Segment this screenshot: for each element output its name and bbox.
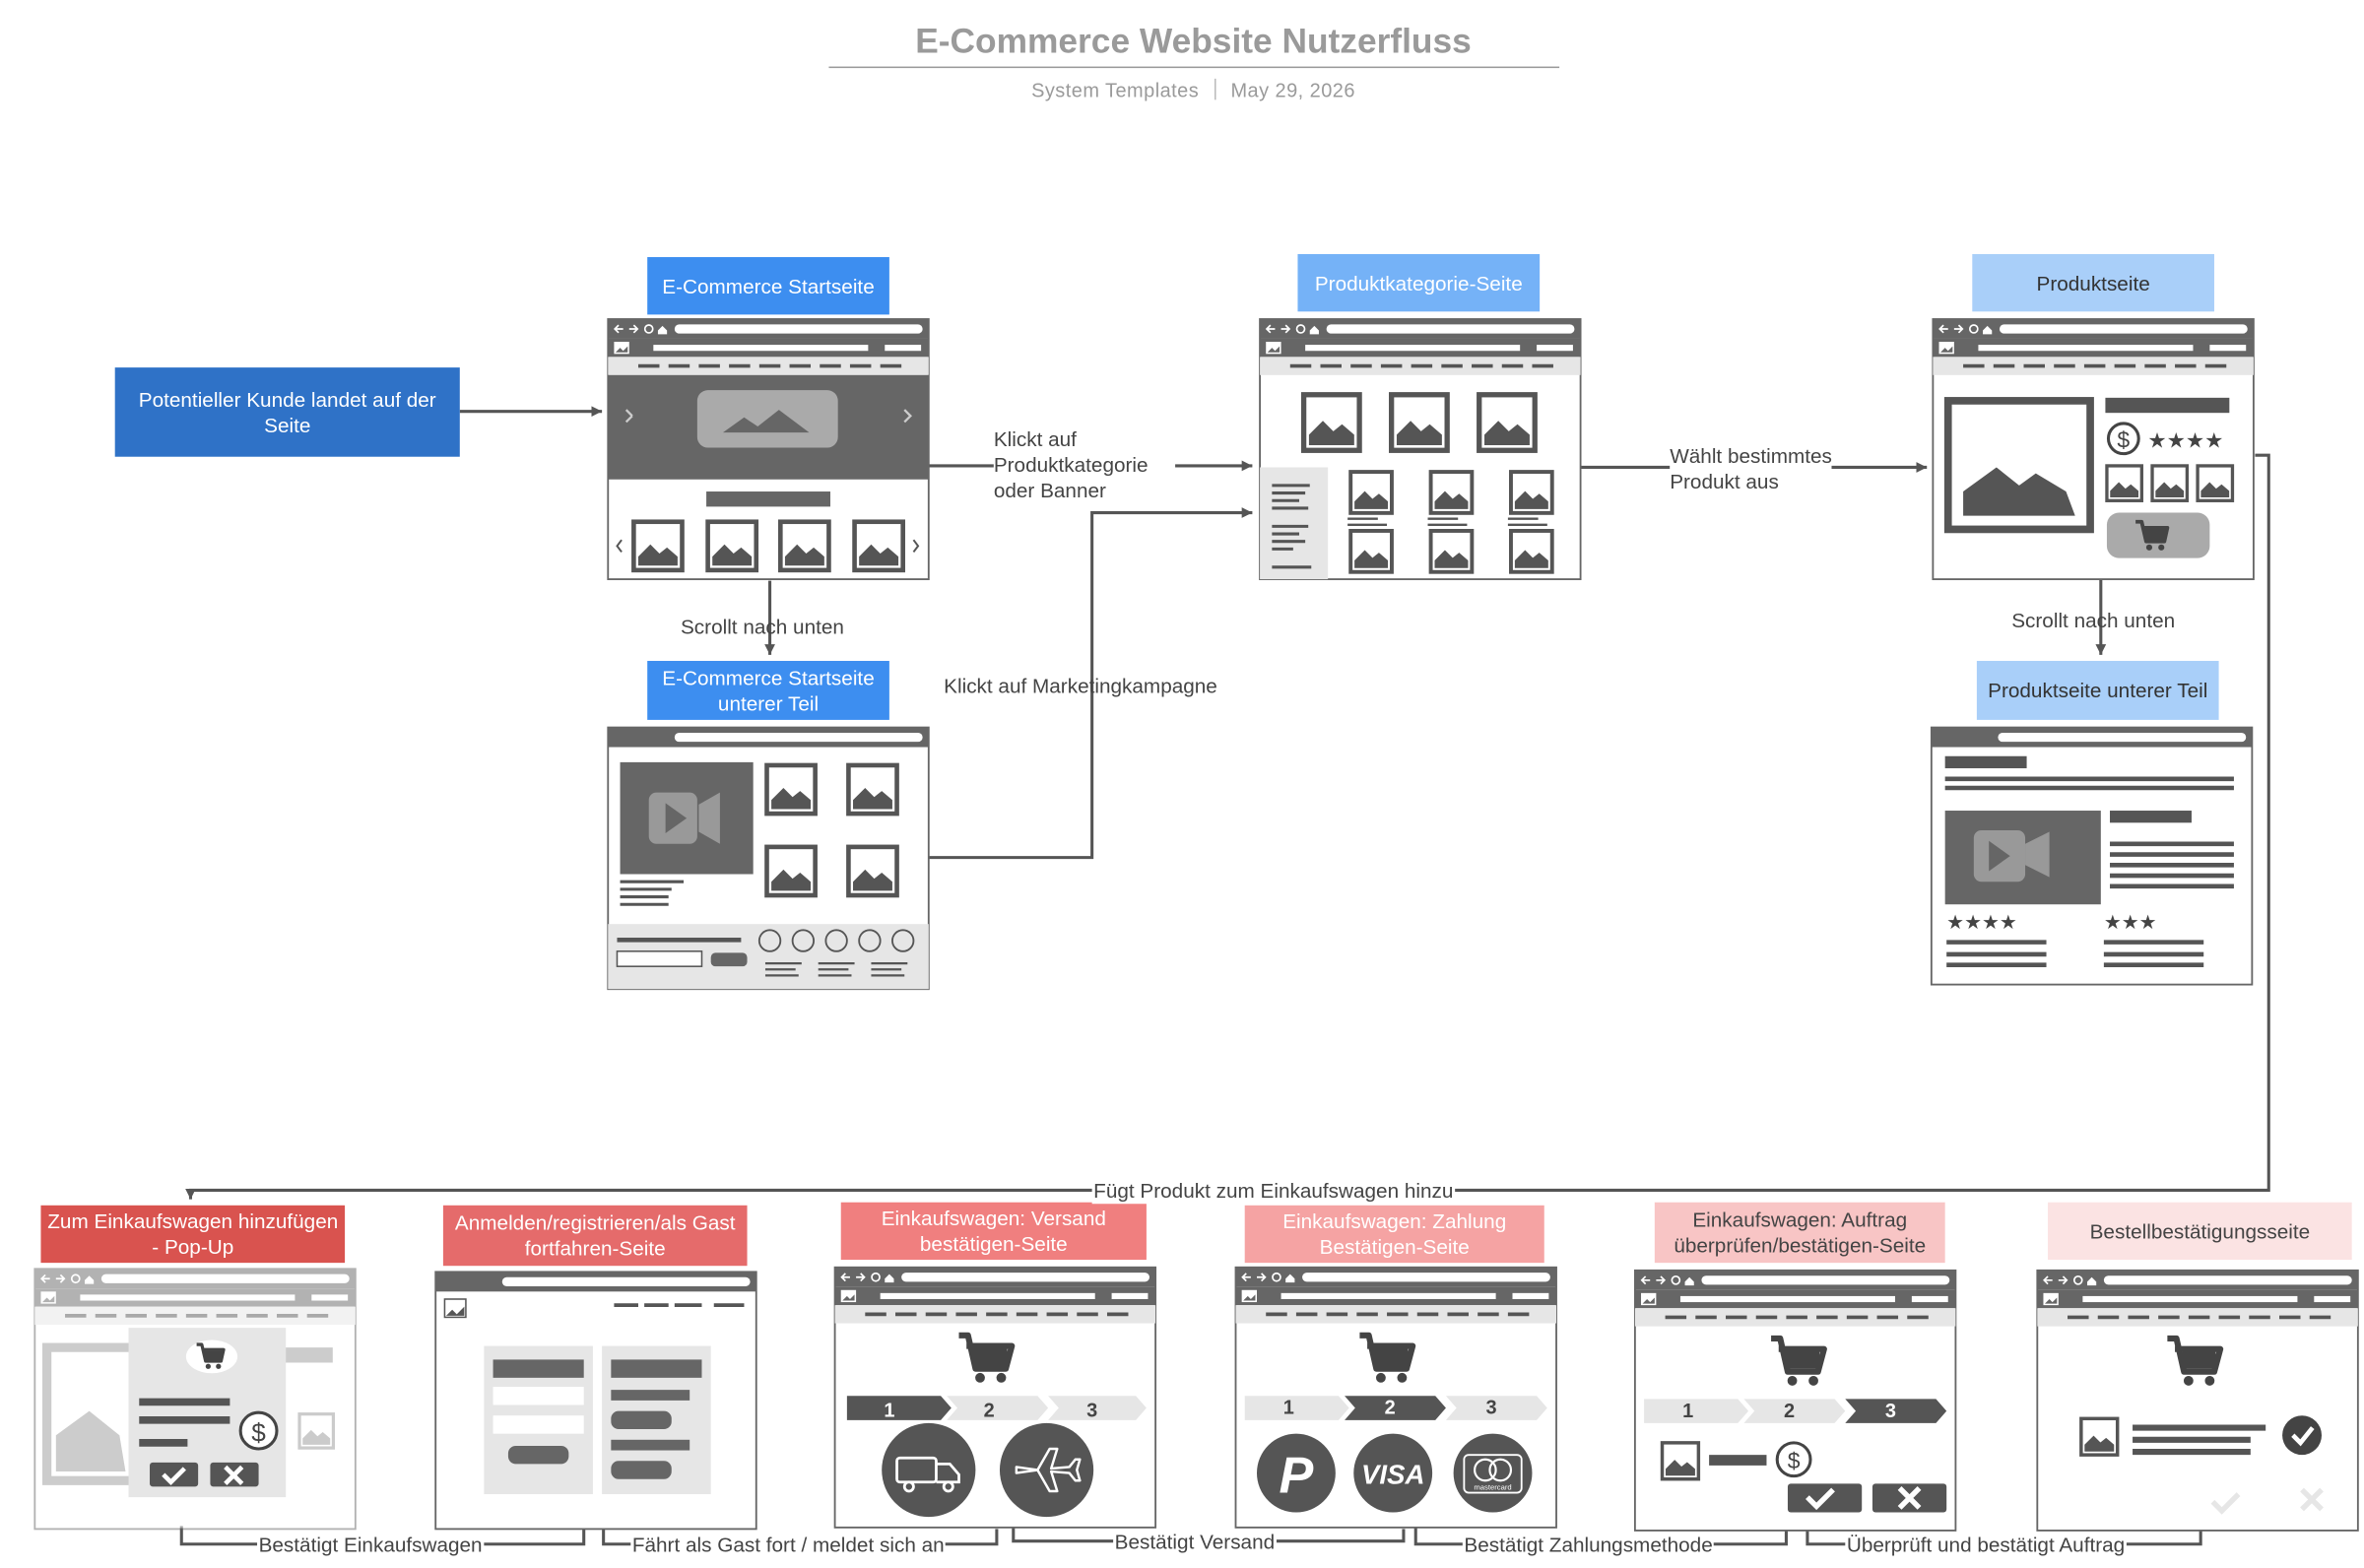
- svg-text:$: $: [1788, 1448, 1801, 1473]
- step-1: 1: [884, 1401, 894, 1422]
- node-review: Einkaufswagen: Auftrag überprüfen/bestät…: [1654, 1202, 1945, 1264]
- subtitle-source: System Templates: [1031, 78, 1200, 101]
- node-confirmation: Bestellbestätigungsseite: [2048, 1202, 2352, 1261]
- page-subtitle: System Templates May 29, 2026: [0, 78, 2364, 101]
- visa-icon: VISA: [1361, 1459, 1424, 1489]
- wireframe-category: [1258, 317, 1583, 581]
- wireframe-cart-popup: $: [33, 1267, 358, 1532]
- node-login: Anmelden/registrieren/als Gast fortfahre…: [442, 1205, 748, 1267]
- step-2: 2: [1784, 1401, 1795, 1422]
- svg-text:$: $: [2117, 427, 2130, 453]
- wireframe-payment: 1 2 3 P VISA mastercard: [1233, 1265, 1558, 1530]
- step-3: 3: [1485, 1398, 1496, 1419]
- title-divider: [828, 66, 1560, 69]
- node-start: Potentieller Kunde landet auf der Seite: [114, 367, 460, 457]
- node-category: Produktkategorie-Seite: [1297, 253, 1541, 312]
- wireframe-confirmation: [2035, 1268, 2360, 1533]
- page-title: E-Commerce Website Nutzerfluss: [915, 21, 1472, 61]
- subtitle-date: May 29, 2026: [1230, 78, 1355, 101]
- mastercard-icon: mastercard: [1474, 1482, 1511, 1491]
- wireframe-home: [606, 317, 931, 581]
- step-1: 1: [1283, 1398, 1294, 1419]
- step-3: 3: [1885, 1401, 1896, 1422]
- wireframe-product: $ ★★★★: [1931, 317, 2256, 581]
- edge-label-confirm-shipping: Bestätigt Versand: [1113, 1529, 1277, 1555]
- wireframe-home-bottom: [607, 726, 930, 991]
- svg-text:★★★: ★★★: [2104, 910, 2157, 934]
- truck-icon: [895, 1456, 960, 1493]
- node-product-bottom: Produktseite unterer Teil: [1976, 661, 2219, 720]
- step-3: 3: [1086, 1401, 1097, 1422]
- node-cart-popup: Zum Einkaufswagen hinzufügen - Pop-Up: [40, 1205, 346, 1264]
- edge-label-review-order: Überprüft und bestätigt Auftrag: [1845, 1532, 2127, 1558]
- node-home-bottom: E-Commerce Startseite unterer Teil: [647, 661, 889, 720]
- wireframe-product-bottom: ★★★★ ★★★: [1930, 726, 2254, 986]
- svg-text:★★★★: ★★★★: [1946, 910, 2017, 934]
- step-2: 2: [984, 1401, 995, 1422]
- airplane-icon: [1015, 1447, 1082, 1493]
- node-shipping: Einkaufswagen: Versand bestätigen-Seite: [840, 1202, 1147, 1261]
- edge-label-confirm-cart: Bestätigt Einkaufswagen: [257, 1532, 485, 1558]
- edge-label-marketing: Klickt auf Marketingkampagne: [944, 674, 1217, 697]
- wireframe-shipping: 1 2 3: [832, 1265, 1157, 1530]
- paypal-icon: P: [1280, 1448, 1314, 1505]
- edge-label-guest-login: Fährt als Gast fort / meldet sich an: [630, 1532, 947, 1558]
- edge-label-confirm-payment: Bestätigt Zahlungsmethode: [1462, 1532, 1715, 1558]
- subtitle-separator: [1214, 78, 1216, 100]
- edge-label-scroll-home: Scrollt nach unten: [680, 615, 844, 638]
- step-2: 2: [1385, 1398, 1396, 1419]
- wireframe-review: 1 2 3 $: [1633, 1268, 1958, 1533]
- edge-label-scroll-product: Scrollt nach unten: [2011, 609, 2176, 632]
- svg-text:$: $: [251, 1417, 266, 1447]
- edge-label-add-to-cart: Fügt Produkt zum Einkaufswagen hinzu: [1091, 1178, 1455, 1205]
- svg-text:★★★★: ★★★★: [2147, 429, 2223, 454]
- node-home: E-Commerce Startseite: [647, 257, 889, 315]
- node-payment: Einkaufswagen: Zahlung Bestätigen-Seite: [1244, 1205, 1544, 1264]
- wireframe-login: [434, 1271, 757, 1531]
- step-1: 1: [1682, 1401, 1693, 1422]
- node-product: Produktseite: [1972, 253, 2214, 312]
